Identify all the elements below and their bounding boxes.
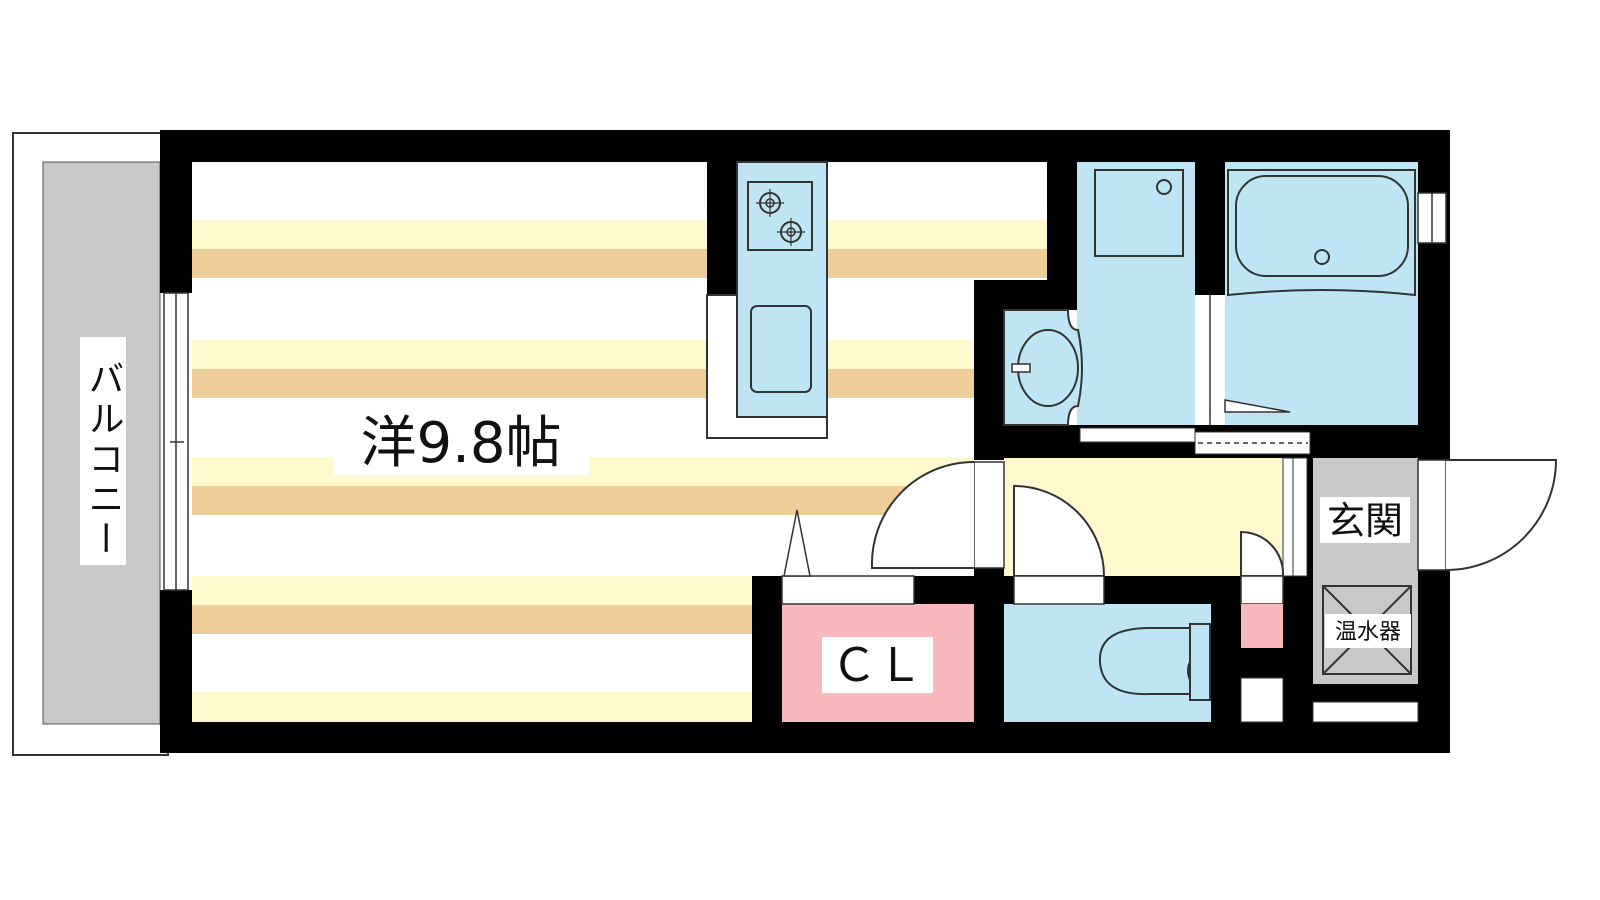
western-room-label-box: 洋9.8帖 <box>333 403 589 476</box>
closet: ＣＬ <box>781 509 974 722</box>
closet-label: ＣＬ <box>831 638 923 692</box>
room-door <box>870 461 1005 569</box>
shoe-cabinet <box>1240 530 1285 723</box>
outer-walls <box>160 130 1450 753</box>
washing-machine-icon <box>1094 169 1184 257</box>
water-heater: 温水器 <box>1312 576 1419 723</box>
entrance: 玄関 <box>1313 458 1558 576</box>
balcony-label: バルコニー <box>83 360 124 560</box>
water-heater-label: 温水器 <box>1335 620 1401 645</box>
sink-icon <box>750 305 812 393</box>
toilet-room <box>1004 484 1211 722</box>
stove-icon <box>747 181 813 251</box>
balcony: バルコニー <box>12 132 169 756</box>
washroom <box>1003 162 1195 426</box>
bathroom <box>1224 162 1447 425</box>
balcony-window <box>163 292 189 591</box>
bathtub-icon <box>1227 169 1416 297</box>
western-room-label: 洋9.8帖 <box>360 411 561 476</box>
toilet-icon <box>1098 627 1211 696</box>
entrance-door <box>1445 459 1558 571</box>
kitchen <box>706 161 828 439</box>
entrance-label: 玄関 <box>1327 499 1403 543</box>
sliding-doors <box>1079 427 1311 455</box>
